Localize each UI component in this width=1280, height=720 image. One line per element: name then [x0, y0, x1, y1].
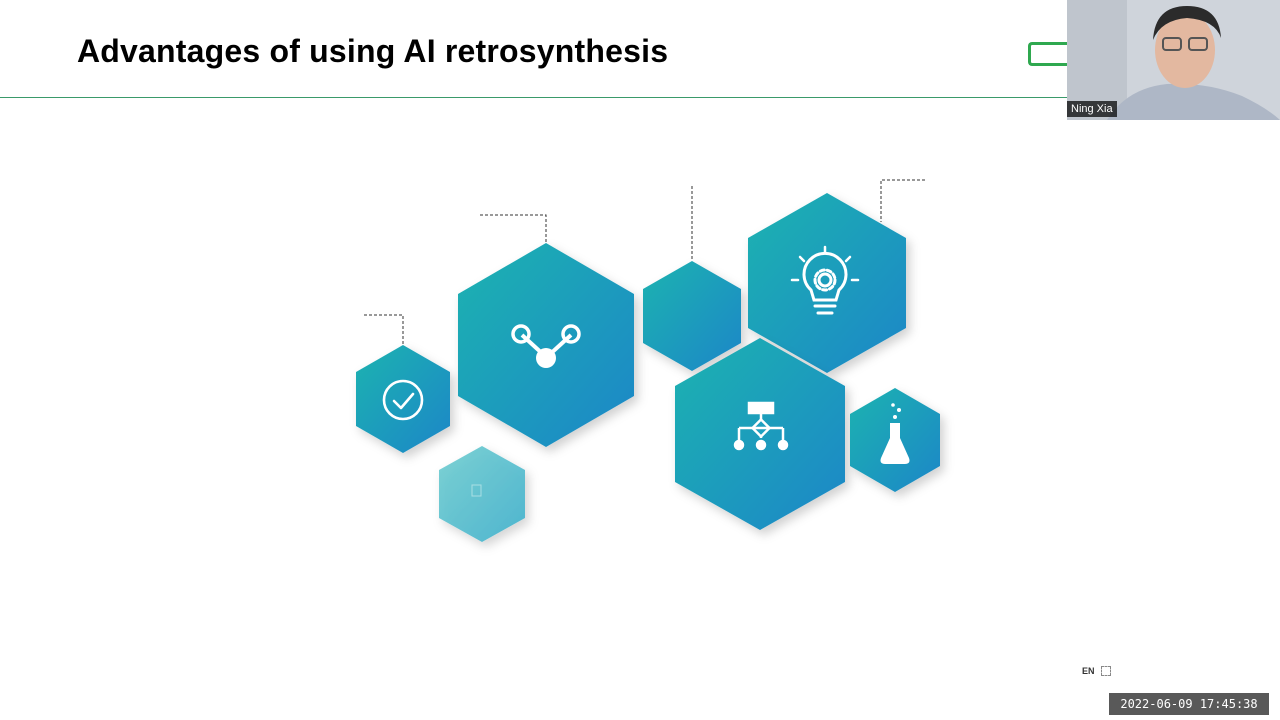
language-status-widget[interactable]: EN: [1082, 663, 1120, 679]
connector-line-small-left: [364, 314, 404, 345]
participant-name-label: Ning Xia: [1067, 101, 1117, 117]
checkmark-icon: [382, 379, 424, 421]
hexagon-molecule: [458, 243, 634, 447]
slide-title: Advantages of using AI retrosynthesis: [77, 33, 669, 69]
company-logo-fragment: [1028, 42, 1072, 66]
connector-line-large-left: [480, 214, 547, 243]
hexagon-faded: [439, 446, 525, 542]
connector-line-top-right: [880, 179, 925, 222]
hierarchy-tree-icon: [733, 401, 789, 451]
expand-icon[interactable]: [1100, 666, 1111, 676]
hexagon-check: [356, 345, 450, 453]
lightbulb-gear-icon: [790, 245, 860, 315]
title-divider: [0, 97, 1067, 98]
participant-video-tile[interactable]: Ning Xia: [1067, 0, 1280, 120]
language-indicator: EN: [1082, 666, 1095, 676]
document-icon: [471, 484, 482, 497]
hexagon-blank: [643, 261, 741, 371]
flask-icon: [880, 403, 910, 464]
hexagon-lightbulb: [748, 193, 906, 373]
molecule-nodes-icon: [511, 324, 581, 368]
participant-video-feed: [1067, 0, 1280, 120]
connector-lines: [364, 179, 925, 345]
recording-timestamp: 2022-06-09 17:45:38: [1109, 693, 1269, 715]
